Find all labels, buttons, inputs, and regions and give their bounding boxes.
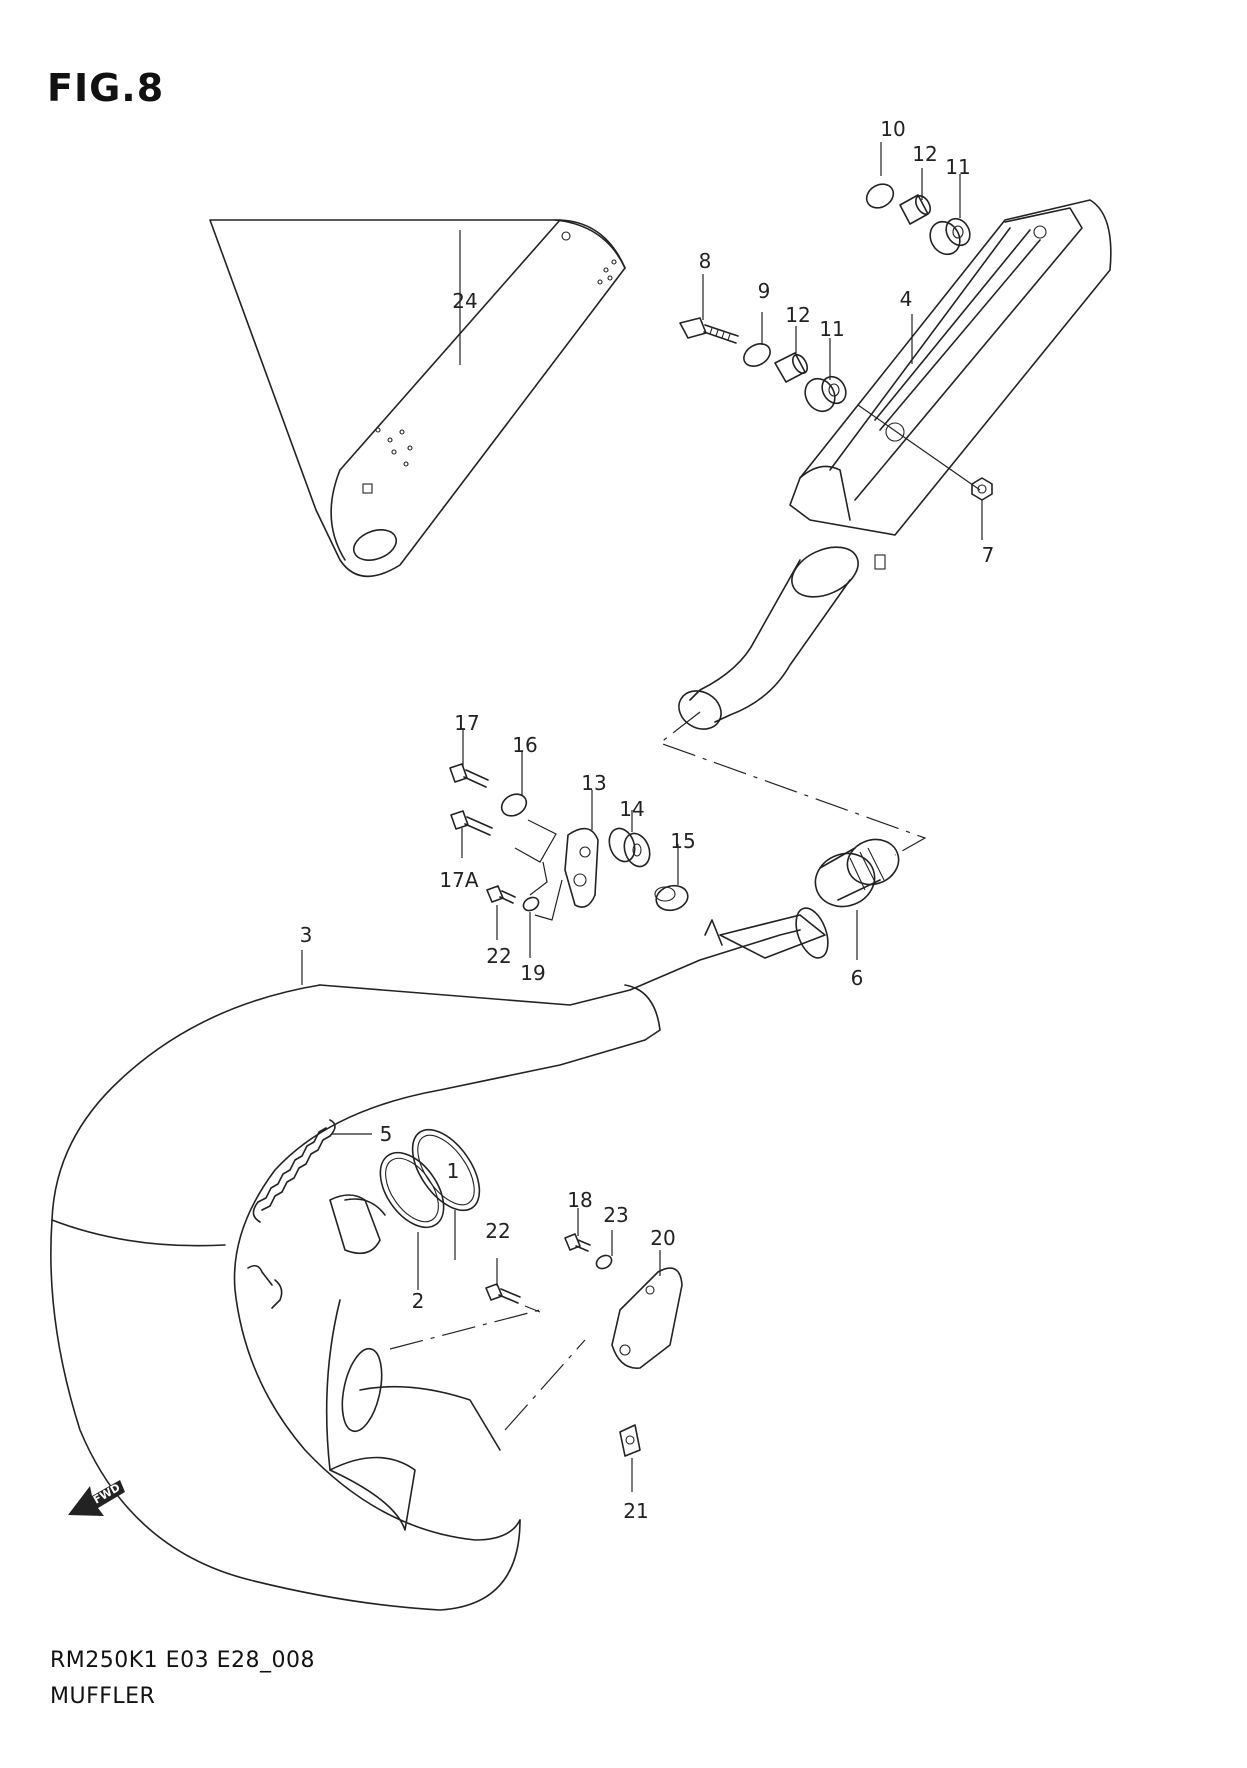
callout-17A: 17A: [439, 868, 478, 892]
grommet-11-lower: [804, 375, 847, 413]
callout-2: 2: [412, 1289, 425, 1313]
callout-13: 13: [581, 771, 606, 795]
spring-5: [252, 1119, 336, 1223]
washer-10: [865, 183, 895, 209]
fwd-arrow-icon: FWD: [68, 1480, 125, 1516]
leader-lines: [301, 142, 983, 1492]
callout-24: 24: [452, 289, 477, 313]
gasket-1: [411, 1128, 481, 1212]
callout-9: 9: [758, 279, 771, 303]
clip-nut-21: [619, 1424, 641, 1457]
collar-12-upper: [899, 194, 932, 225]
callout-22-lower: 22: [485, 1219, 510, 1243]
callout-12-upper: 12: [912, 142, 937, 166]
figure-title: FIG.8: [47, 66, 165, 110]
callout-11-upper: 11: [945, 155, 970, 179]
callout-3: 3: [300, 923, 313, 947]
connection-line-lower-mount: [389, 1309, 586, 1431]
bracket-20: [611, 1267, 683, 1369]
washer-9: [743, 343, 771, 367]
bolt-17: [449, 763, 489, 788]
callout-10: 10: [880, 117, 905, 141]
callout-8: 8: [699, 249, 712, 273]
joint-rubber: [814, 838, 900, 908]
collar-12-lower: [774, 352, 809, 383]
callout-23: 23: [603, 1203, 628, 1227]
grommet-14: [608, 827, 651, 868]
callout-17: 17: [454, 711, 479, 735]
exhaust-flange: [329, 1194, 386, 1255]
callout-22-upper: 22: [486, 944, 511, 968]
callout-7: 7: [982, 543, 995, 567]
callout-labels: 1 2 3 4 5 6 7 8 9 10 11 11 12 12 13 14 1…: [300, 117, 995, 1523]
connection-line-silencer: [658, 711, 927, 856]
callout-12-lower: 12: [785, 303, 810, 327]
callout-1: 1: [447, 1159, 460, 1183]
washer-16: [500, 793, 528, 817]
diagram-name: MUFFLER: [50, 1684, 156, 1709]
callout-11-lower: 11: [819, 317, 844, 341]
silencer-body: [678, 199, 1112, 730]
callout-21: 21: [623, 1499, 648, 1523]
callout-15: 15: [670, 829, 695, 853]
washer-19: [522, 896, 540, 912]
muffler-protector: [209, 219, 626, 578]
callout-19: 19: [520, 961, 545, 985]
expansion-chamber: [50, 907, 829, 1611]
bolt-18: [564, 1233, 591, 1252]
callout-14: 14: [619, 797, 644, 821]
bracket-13: [564, 827, 599, 908]
callout-5: 5: [380, 1122, 393, 1146]
nut-7: [971, 477, 993, 501]
callout-18: 18: [567, 1188, 592, 1212]
spring-hook-clips: [247, 1264, 283, 1309]
bolt-22-upper: [486, 885, 516, 904]
bolt-8: [679, 317, 739, 344]
callout-16: 16: [512, 733, 537, 757]
callout-20: 20: [650, 1226, 675, 1250]
bracket-assembly-lines: [514, 819, 563, 921]
callout-6: 6: [851, 966, 864, 990]
assembly-line-lower-mount: [857, 404, 981, 491]
diagram-code: RM250K1 E03 E28_008: [50, 1648, 315, 1673]
collar-15: [654, 884, 689, 912]
gasket-2: [379, 1151, 445, 1229]
callout-4: 4: [900, 287, 913, 311]
grommet-11-upper: [929, 217, 971, 256]
washer-23: [595, 1254, 613, 1270]
bolt-17A: [450, 810, 493, 836]
bolt-22-lower: [485, 1283, 521, 1304]
